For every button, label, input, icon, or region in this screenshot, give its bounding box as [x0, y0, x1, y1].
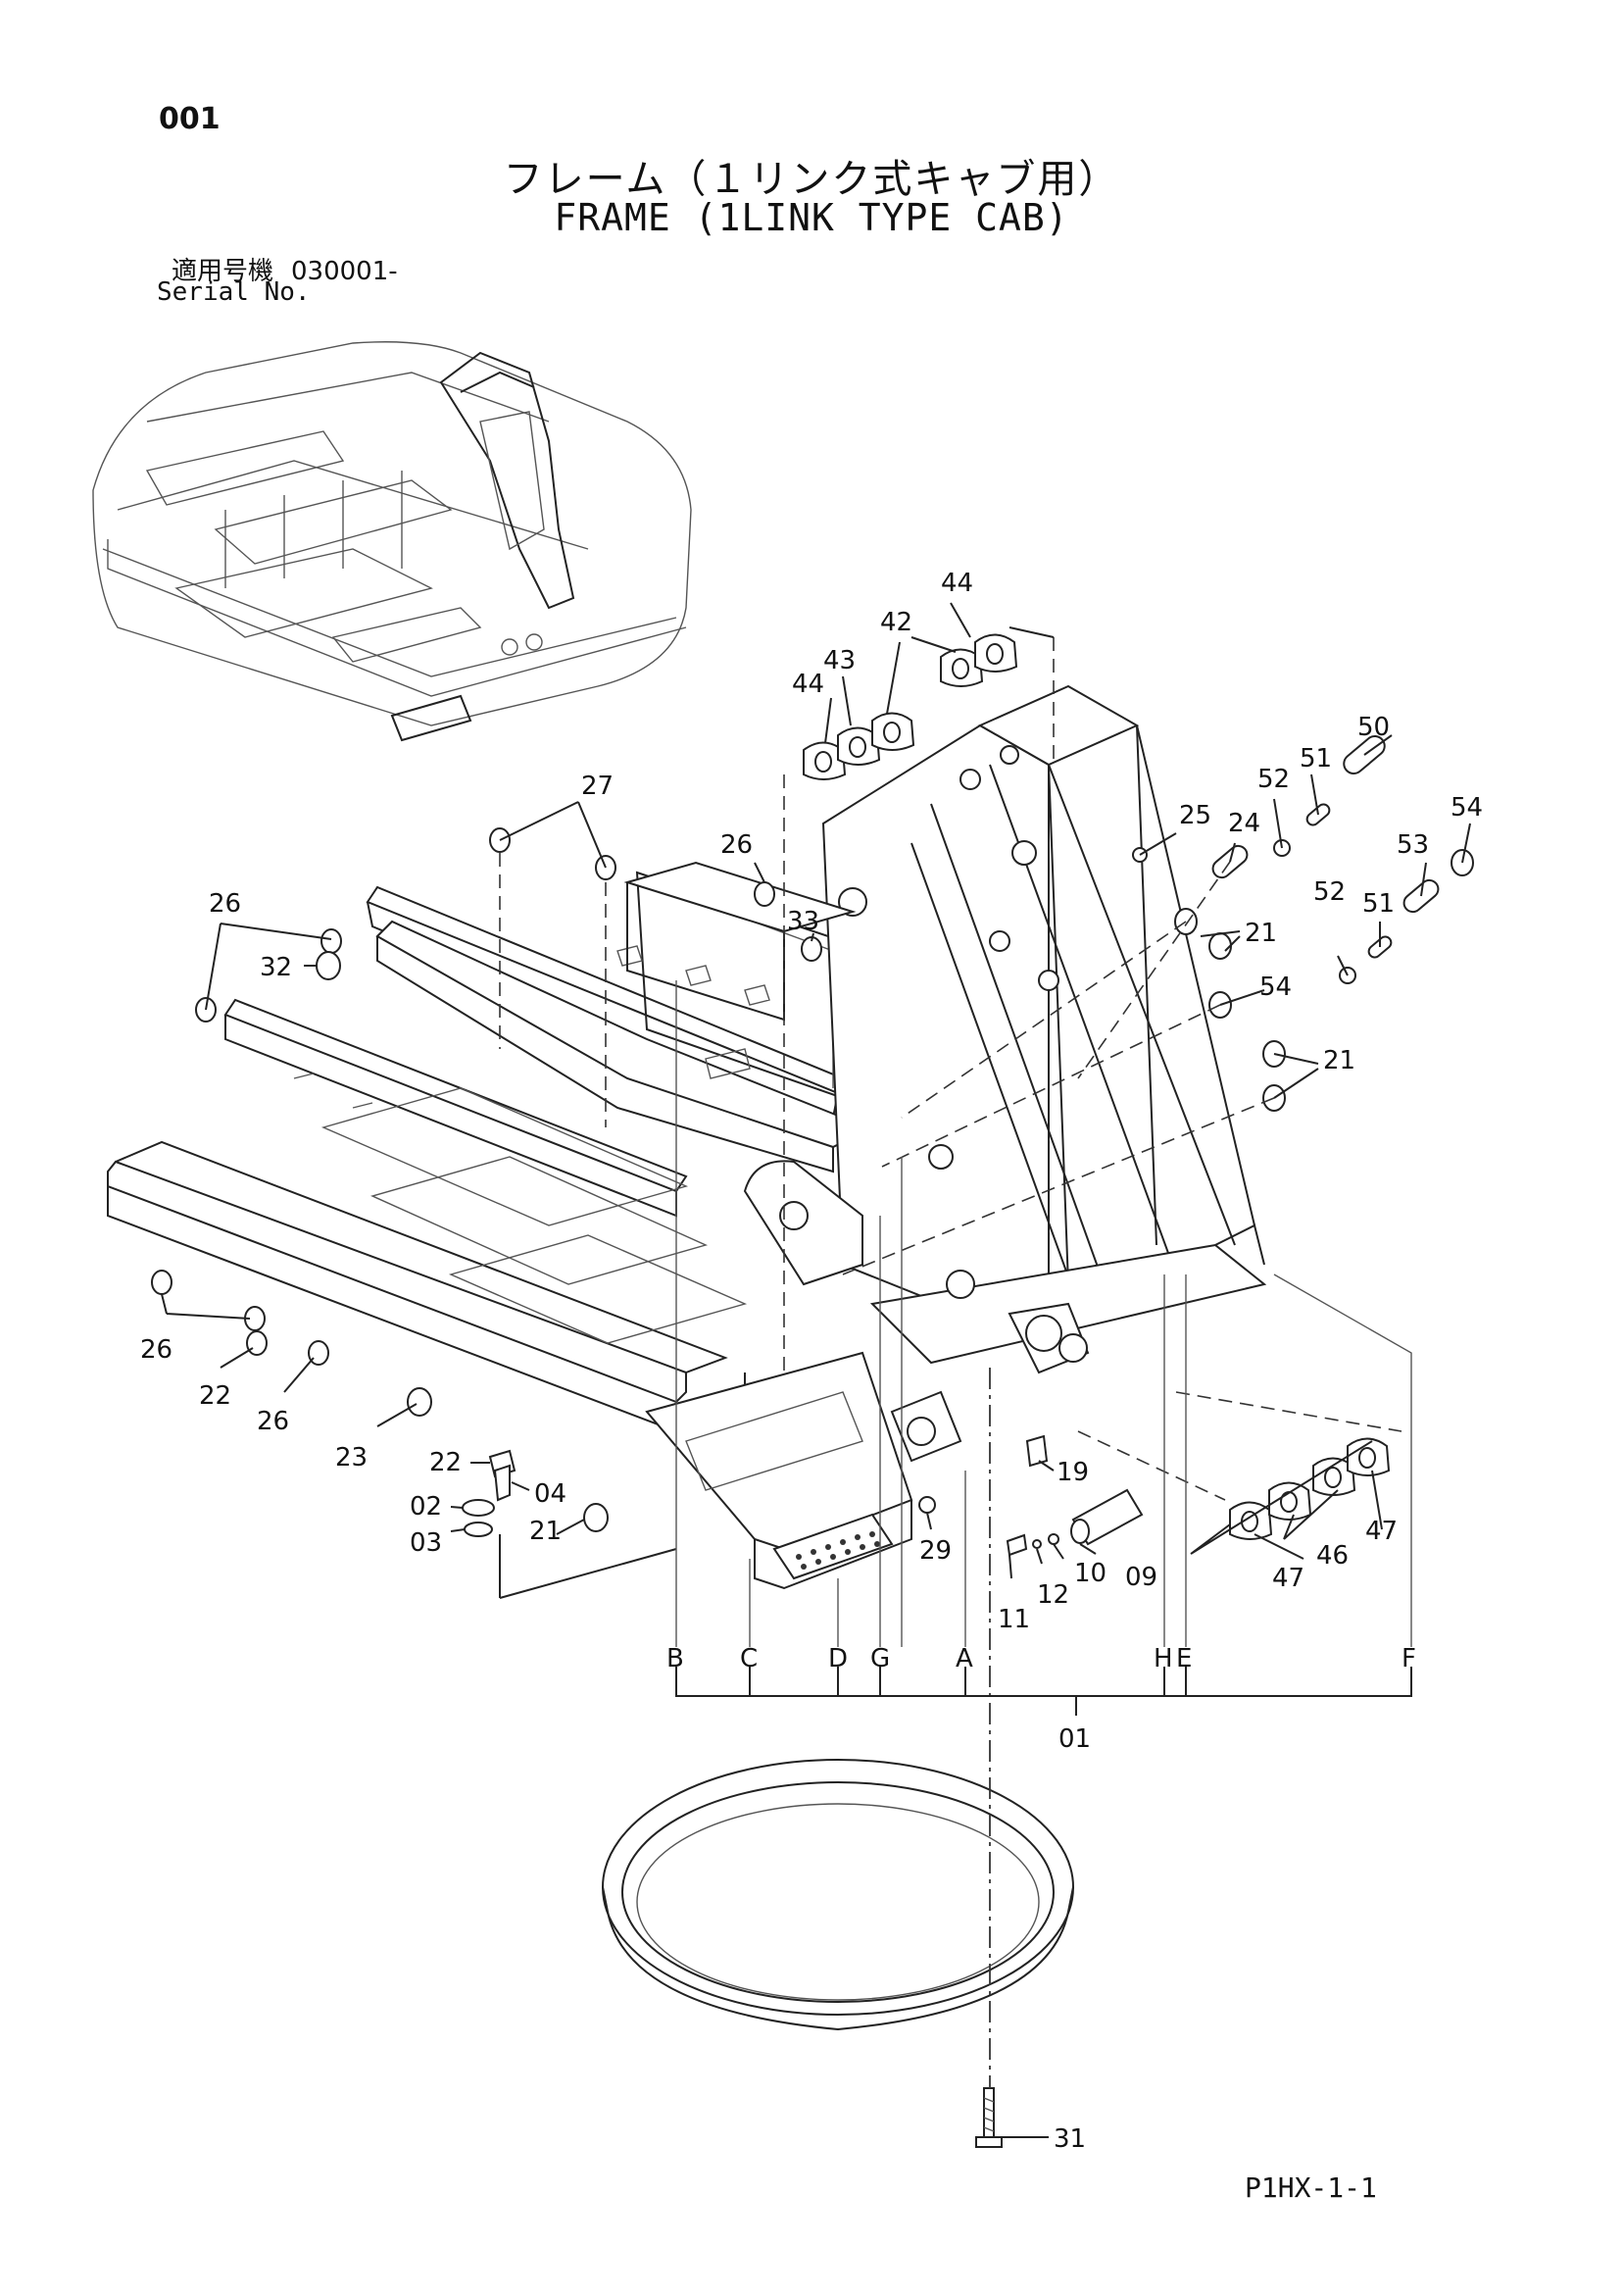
- swing-bearing-ring: [602, 1759, 1074, 2031]
- callout-26: 26: [720, 830, 753, 860]
- callout-25: 25: [1179, 801, 1211, 830]
- callout-46: 46: [1316, 1541, 1349, 1571]
- callout-53: 53: [1397, 830, 1429, 860]
- serial-row: 適用号機 030001-: [172, 251, 416, 287]
- callout-51: 51: [1362, 889, 1395, 919]
- serial-label-en: Serial No.: [157, 277, 311, 307]
- letter-f: F: [1402, 1644, 1416, 1673]
- serial-value: 030001-: [291, 257, 398, 286]
- callout-44: 44: [792, 670, 824, 699]
- callout-12: 12: [1037, 1580, 1069, 1610]
- title-english: FRAME (1LINK TYPE CAB): [554, 196, 1069, 239]
- callout-32: 32: [260, 953, 292, 982]
- callout-54: 54: [1451, 793, 1483, 823]
- callout-47: 47: [1272, 1564, 1304, 1593]
- letter-a: A: [956, 1644, 973, 1673]
- callout-27: 27: [581, 772, 614, 801]
- step-perforations: [796, 1531, 880, 1570]
- callout-09: 09: [1125, 1563, 1157, 1592]
- callout-52: 52: [1313, 877, 1346, 907]
- callout-31: 31: [1054, 2124, 1086, 2154]
- callout-51: 51: [1300, 744, 1332, 774]
- callout-21: 21: [1245, 919, 1277, 948]
- page-number: 001: [159, 102, 221, 136]
- callout-10: 10: [1074, 1559, 1107, 1588]
- callout-04: 04: [534, 1479, 566, 1509]
- callout-21: 21: [529, 1517, 562, 1546]
- callout-44: 44: [941, 569, 973, 598]
- callout-47: 47: [1365, 1517, 1398, 1546]
- overview-machine-illustration: [92, 341, 692, 742]
- callout-01: 01: [1058, 1724, 1091, 1754]
- letter-d: D: [828, 1644, 848, 1673]
- assembly-bracket: [675, 980, 1412, 1716]
- callout-26: 26: [257, 1407, 289, 1436]
- reference-letters: B C D G A H E F: [666, 1644, 1416, 1673]
- callout-42: 42: [880, 608, 912, 637]
- letter-c: C: [740, 1644, 758, 1673]
- letter-g: G: [870, 1644, 890, 1673]
- title-japanese: フレーム（１リンク式キャブ用）: [503, 157, 1120, 202]
- callout-50: 50: [1357, 713, 1390, 742]
- callout-11: 11: [998, 1605, 1030, 1634]
- callout-03: 03: [410, 1528, 442, 1558]
- callout-24: 24: [1228, 809, 1260, 838]
- callout-26: 26: [209, 889, 241, 919]
- main-frame-drawing: [107, 684, 1267, 1590]
- page-code: P1HX-1-1: [1245, 2171, 1377, 2204]
- callout-29: 29: [919, 1536, 952, 1566]
- callout-21: 21: [1323, 1046, 1355, 1075]
- callout-02: 02: [410, 1492, 442, 1522]
- callout-52: 52: [1257, 765, 1290, 794]
- serial-label-jp: 適用号機: [172, 257, 274, 286]
- callout-22: 22: [429, 1448, 462, 1477]
- letter-h: H: [1154, 1644, 1173, 1673]
- callout-22: 22: [199, 1381, 231, 1411]
- leader-lines: [161, 602, 1471, 2138]
- callout-26: 26: [140, 1335, 172, 1365]
- callout-labels: 44 43 42 44 50 51 52 25 24 54 53 51 52 2…: [140, 569, 1483, 2154]
- letter-e: E: [1176, 1644, 1192, 1673]
- callout-23: 23: [335, 1443, 368, 1472]
- callout-43: 43: [823, 646, 856, 675]
- callout-54: 54: [1259, 973, 1292, 1002]
- letter-b: B: [666, 1644, 684, 1673]
- callout-19: 19: [1057, 1458, 1089, 1487]
- callout-33: 33: [787, 907, 819, 936]
